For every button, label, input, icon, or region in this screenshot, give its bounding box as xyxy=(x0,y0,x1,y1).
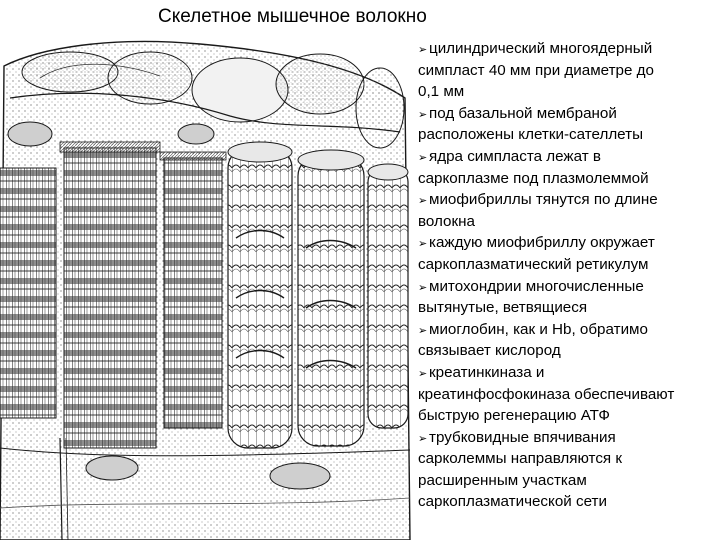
bullet-line: ➢под базальной мембраной xyxy=(418,103,718,125)
bullet-text: креатинфосфокиназа обеспечивают xyxy=(418,385,675,403)
bullet-line: ➢креатинкиназа и xyxy=(418,362,718,384)
bullet-line: саркоплазматический ретикулум xyxy=(418,254,718,276)
bullet-line: ➢митохондрии многочисленные xyxy=(418,276,718,298)
bullet-text: вытянутые, ветвящиеся xyxy=(418,299,588,317)
bullet-line: связывает кислород xyxy=(418,340,718,362)
bullet-text: миоглобин, как и Hb, обратимо xyxy=(429,320,648,338)
bullet-line: сарколеммы направляются к xyxy=(418,448,718,470)
bullet-text: трубковидные впячивания xyxy=(429,428,616,446)
bullet-line: ➢миофибриллы тянутся по длине xyxy=(418,189,718,211)
arrowhead-bullet-icon: ➢ xyxy=(418,431,428,445)
arrowhead-bullet-icon: ➢ xyxy=(418,366,428,380)
bullet-text: быструю регенерацию АТФ xyxy=(418,407,610,425)
arrowhead-bullet-icon: ➢ xyxy=(418,280,428,294)
bullet-text: ядра симпласта лежат в xyxy=(429,147,601,165)
bullet-line: быструю регенерацию АТФ xyxy=(418,405,718,427)
bullet-text: саркоплазматический ретикулум xyxy=(418,255,649,273)
bullet-line: креатинфосфокиназа обеспечивают xyxy=(418,384,718,406)
bullet-line: саркоплазме под плазмолеммой xyxy=(418,168,718,190)
arrowhead-bullet-icon: ➢ xyxy=(418,194,428,208)
bullet-line: симпласт 40 мм при диаметре до xyxy=(418,60,718,82)
arrowhead-bullet-icon: ➢ xyxy=(418,150,428,164)
arrowhead-bullet-icon: ➢ xyxy=(418,43,428,56)
bullet-text: креатинкиназа и xyxy=(429,363,545,381)
bullet-text: сарколеммы направляются к xyxy=(418,450,623,468)
bullet-text: расширенным участкам xyxy=(418,471,587,489)
bullet-text: саркоплазматической сети xyxy=(418,493,607,511)
bullet-line: саркоплазматической сети xyxy=(418,491,718,513)
bullet-line: ➢трубковидные впячивания xyxy=(418,427,718,449)
bullet-text: саркоплазме под плазмолеммой xyxy=(418,169,649,187)
muscle-fiber-illustration xyxy=(0,40,411,540)
arrowhead-bullet-icon: ➢ xyxy=(418,107,428,121)
sarcoplasm xyxy=(0,437,411,540)
bullet-text: симпласт 40 мм при диаметре до xyxy=(418,61,654,79)
sarcoplasmic-reticulum xyxy=(227,141,409,449)
bullet-line: вытянутые, ветвящиеся xyxy=(418,297,718,319)
bullet-line: расширенным участкам xyxy=(418,470,718,492)
bullet-line: расположены клетки-сателлеты xyxy=(418,124,718,146)
myofibrils xyxy=(0,141,227,449)
bullet-text: связывает кислород xyxy=(418,342,561,360)
bullet-text: волокна xyxy=(418,212,475,230)
bullet-line: ➢ядра симпласта лежат в xyxy=(418,146,718,168)
bullet-text: миофибриллы тянутся по длине xyxy=(429,191,658,209)
bullet-line: ➢цилиндрический многоядерный xyxy=(418,38,718,60)
sarcolemma-surface xyxy=(9,51,405,149)
arrowhead-bullet-icon: ➢ xyxy=(418,237,428,251)
slide-title: Скелетное мышечное волокно xyxy=(158,6,427,27)
arrowhead-bullet-icon: ➢ xyxy=(418,323,428,337)
bullet-line: волокна xyxy=(418,211,718,233)
bullet-text: цилиндрический многоядерный xyxy=(429,40,653,57)
bullet-text: расположены клетки-сателлеты xyxy=(418,126,643,144)
bullet-text: 0,1 мм xyxy=(418,83,465,101)
bullet-line: 0,1 мм xyxy=(418,81,718,103)
bullet-line: ➢миоглобин, как и Hb, обратимо xyxy=(418,319,718,341)
bullet-line: ➢каждую миофибриллу окружает xyxy=(418,232,718,254)
nuclei xyxy=(7,121,331,490)
bullet-text: каждую миофибриллу окружает xyxy=(429,234,655,252)
bullet-text: под базальной мембраной xyxy=(429,104,617,122)
bullet-text: митохондрии многочисленные xyxy=(429,277,644,295)
